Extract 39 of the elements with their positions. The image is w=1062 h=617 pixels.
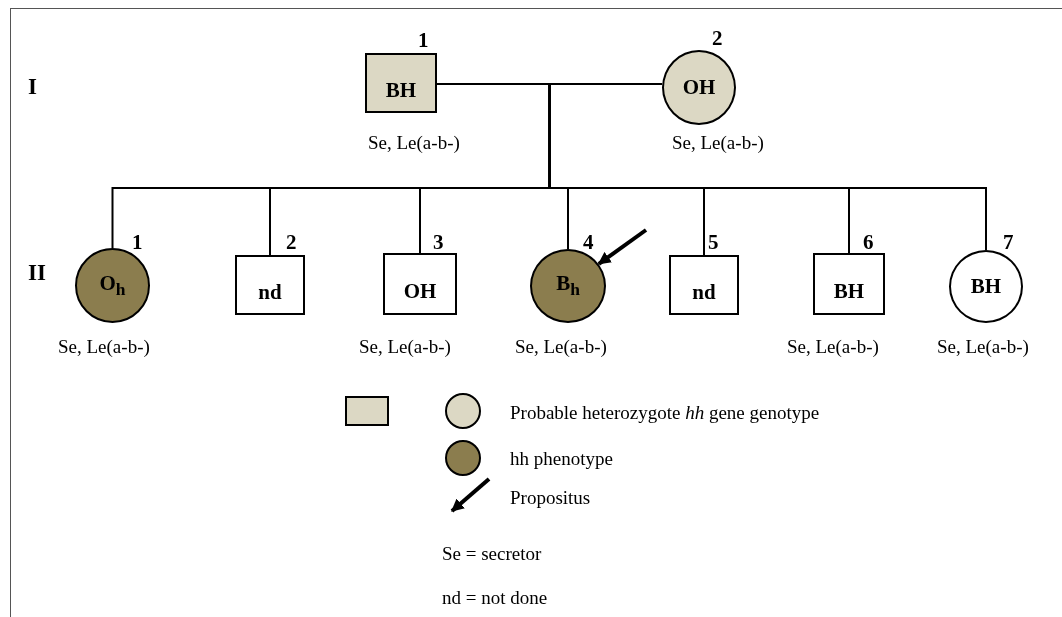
individual-number: 7 (1003, 232, 1014, 253)
key-definition: Se = secretor (442, 543, 542, 565)
genotype-label: Se, Le(a-b-) (58, 337, 150, 356)
square-symbol (669, 255, 739, 315)
phenotype-label: O$_{h}$ (99, 272, 126, 299)
individual-number: 2 (712, 28, 723, 49)
phenotype-label: B$_{h}$ (556, 273, 580, 299)
legend-text: Probable heterozygote hh gene genotype (510, 402, 820, 424)
square-symbol (235, 255, 305, 315)
individual-number: 3 (433, 232, 444, 253)
phenotype-label: nd (692, 281, 716, 303)
phenotype-label: OH (403, 280, 437, 302)
phenotype-label: BH (833, 280, 865, 302)
phenotype-label: OH (682, 77, 716, 98)
generation-label: I (28, 74, 37, 100)
key-definition: nd = not done (442, 587, 548, 609)
genotype-label: Se, Le(a-b-) (937, 337, 1029, 356)
genotype-label: Se, Le(a-b-) (787, 337, 879, 356)
individual-number: 6 (863, 232, 874, 253)
square-symbol (383, 253, 457, 315)
square-symbol (365, 53, 437, 113)
propositus-arrow (597, 228, 648, 266)
genotype-label: Se, Le(a-b-) (359, 337, 451, 356)
genotype-label: Se, Le(a-b-) (672, 133, 764, 152)
legend-text: hh phenotype (510, 448, 613, 470)
mating-line (436, 83, 664, 85)
individual-number: 4 (583, 232, 594, 253)
phenotype-label: nd (258, 281, 282, 303)
individual-number: 2 (286, 232, 297, 253)
phenotype-label: BH (385, 79, 417, 101)
genotype-label: Se, Le(a-b-) (515, 337, 607, 356)
individual-number: 1 (132, 232, 143, 253)
legend-text: Propositus (510, 487, 591, 509)
generation-label: II (28, 260, 46, 286)
genotype-label: Se, Le(a-b-) (368, 133, 460, 152)
square-symbol (813, 253, 885, 315)
phenotype-label: BH (970, 276, 1002, 297)
individual-number: 5 (708, 232, 719, 253)
individual-number: 1 (418, 30, 429, 51)
